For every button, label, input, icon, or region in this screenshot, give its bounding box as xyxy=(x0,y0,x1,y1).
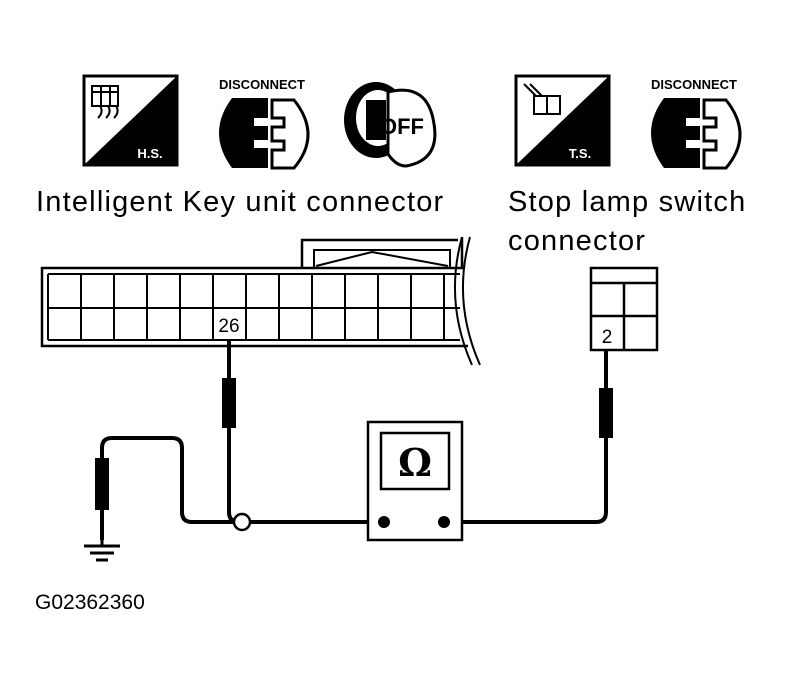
disconnect-label-2: DISCONNECT xyxy=(651,77,737,92)
figure-id: G02362360 xyxy=(35,591,145,614)
wiring xyxy=(100,340,608,540)
harness-side-icon: H.S. xyxy=(82,74,179,167)
terminal-2-label: 2 xyxy=(602,327,613,348)
meter-terminal-left xyxy=(378,516,390,528)
disconnect-label: DISCONNECT xyxy=(219,77,305,92)
ground-icon xyxy=(84,540,120,562)
intelligent-key-connector: 26 xyxy=(40,236,481,366)
meter-terminal-right xyxy=(438,516,450,528)
probe-sleeve-left xyxy=(222,378,236,428)
stop-lamp-connector xyxy=(589,266,659,352)
disconnect-icon-2: DISCONNECT xyxy=(651,77,742,170)
junction-node xyxy=(232,512,252,532)
hs-badge-text: H.S. xyxy=(137,146,162,161)
off-text: OFF xyxy=(380,114,424,139)
disconnect-icon: DISCONNECT xyxy=(219,77,310,170)
stop-lamp-label-line1: Stop lamp switch xyxy=(508,186,746,218)
ts-badge-text: T.S. xyxy=(569,146,591,161)
ohm-symbol: Ω xyxy=(398,440,432,485)
terminal-26-label: 26 xyxy=(218,316,239,337)
terminal-side-icon: T.S. xyxy=(514,74,611,167)
probe-sleeve-right xyxy=(599,388,613,438)
ohmmeter: Ω xyxy=(366,420,464,542)
wire-ground xyxy=(100,436,239,540)
intelligent-key-connector-label: Intelligent Key unit connector xyxy=(36,186,444,218)
stop-lamp-label-line2: connector xyxy=(508,225,646,257)
wire-terminal-26 xyxy=(227,340,384,524)
wire-terminal-2 xyxy=(444,350,608,524)
ignition-off-icon: OFF xyxy=(344,82,437,168)
probe-sleeve-ground xyxy=(95,458,109,510)
